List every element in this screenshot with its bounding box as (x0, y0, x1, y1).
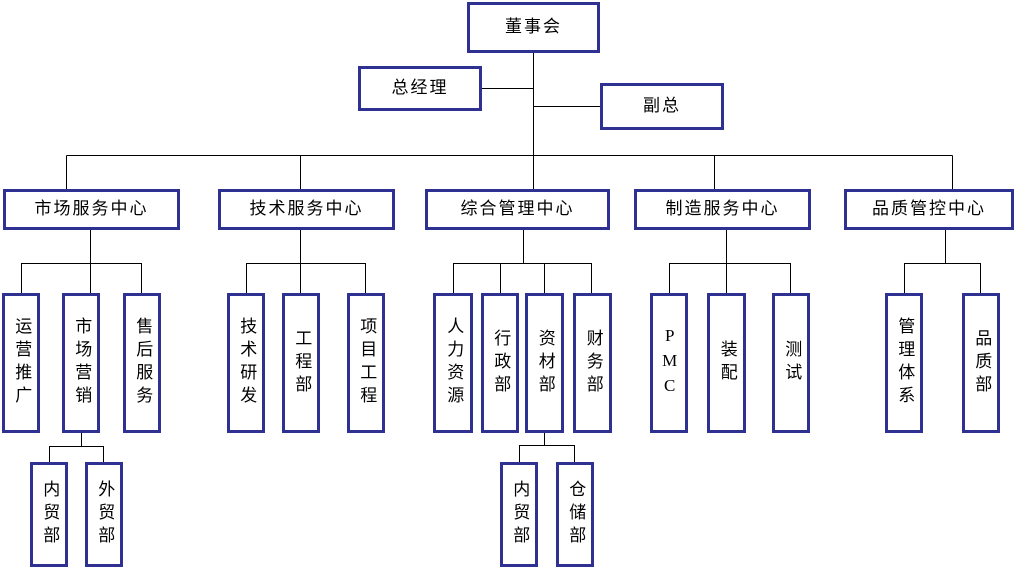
node-dept-human-resources: 人力资源 (433, 293, 473, 433)
node-label: 品质管控中心 (872, 199, 986, 219)
node-dept-engineering: 工程部 (282, 293, 320, 433)
node-label: 制造服务中心 (665, 199, 780, 219)
node-label: 技术服务中心 (249, 199, 364, 219)
node-label: 内贸部 (40, 480, 60, 549)
node-label: 管理体系 (895, 317, 915, 409)
node-label: 售后服务 (133, 317, 153, 409)
node-dept-after-sales-service: 售后服务 (123, 293, 161, 433)
node-dept-administration: 行政部 (481, 293, 519, 433)
node-dept-pmc: PMC (650, 293, 688, 433)
node-board-of-directors: 董事会 (467, 2, 600, 53)
node-label: 仓储部 (566, 480, 586, 549)
node-label: 运营推广 (12, 317, 32, 409)
node-label: 装配 (717, 340, 737, 386)
node-label: 副总 (643, 96, 681, 116)
node-label: 总经理 (391, 78, 449, 98)
node-dept-management-system: 管理体系 (885, 293, 923, 433)
node-dept-assembly: 装配 (707, 293, 746, 433)
node-dept-testing: 测试 (772, 293, 810, 433)
node-manufacturing-service-center: 制造服务中心 (634, 189, 811, 230)
node-label: PMC (660, 325, 680, 401)
node-dept-finance: 财务部 (573, 293, 612, 433)
node-quality-control-center: 品质管控中心 (844, 189, 1014, 230)
node-label: 外贸部 (95, 480, 115, 549)
node-dept-materials: 资材部 (525, 293, 564, 433)
node-subdept-warehouse: 仓储部 (556, 462, 594, 567)
node-technical-service-center: 技术服务中心 (218, 189, 395, 230)
node-label: 技术研发 (237, 317, 257, 409)
node-dept-technology-rd: 技术研发 (227, 293, 265, 433)
node-label: 行政部 (491, 328, 511, 398)
node-label: 工程部 (292, 328, 312, 398)
node-general-management-center: 综合管理中心 (425, 189, 610, 230)
node-dept-project-engineering: 项目工程 (347, 293, 385, 433)
node-label: 市场服务中心 (34, 199, 149, 219)
node-dept-marketing: 市场营销 (62, 293, 100, 433)
node-label: 财务部 (583, 328, 603, 398)
node-label: 项目工程 (357, 317, 377, 409)
node-label: 市场营销 (72, 317, 92, 409)
node-label: 内贸部 (510, 480, 530, 549)
node-label: 综合管理中心 (460, 199, 575, 219)
node-deputy-general-manager: 副总 (600, 83, 724, 130)
node-dept-operations-promotion: 运营推广 (2, 293, 40, 433)
node-label: 资材部 (535, 328, 555, 398)
node-label: 人力资源 (444, 317, 464, 409)
node-subdept-domestic-trade-materials: 内贸部 (500, 462, 538, 567)
node-marketing-service-center: 市场服务中心 (3, 189, 180, 230)
node-subdept-foreign-trade: 外贸部 (85, 462, 123, 567)
node-dept-quality: 品质部 (962, 293, 1000, 433)
node-general-manager: 总经理 (358, 66, 482, 111)
node-subdept-domestic-trade: 内贸部 (30, 462, 68, 567)
node-label: 品质部 (972, 328, 992, 398)
node-label: 董事会 (505, 17, 562, 37)
node-label: 测试 (782, 340, 802, 386)
